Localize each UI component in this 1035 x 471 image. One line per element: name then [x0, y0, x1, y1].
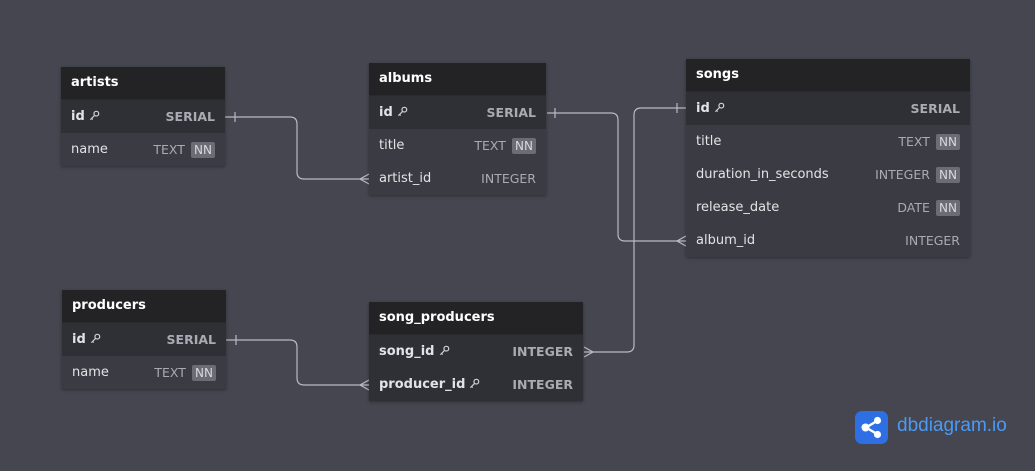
field-type: TEXT NN	[154, 356, 216, 390]
field-name: id	[379, 96, 408, 129]
table-producers[interactable]: producers id SERIAL name TEXT NN	[62, 290, 226, 389]
not-null-badge: NN	[191, 141, 215, 158]
field-row[interactable]: id SERIAL	[369, 96, 546, 129]
key-icon	[89, 110, 100, 121]
field-type: INTEGER	[512, 377, 573, 392]
field-type: INTEGER	[481, 171, 536, 186]
field-type: SERIAL	[910, 101, 960, 116]
field-type: INTEGER	[905, 233, 960, 248]
field-type: TEXT NN	[474, 129, 536, 163]
not-null-badge: NN	[936, 133, 960, 150]
field-row[interactable]: name TEXT NN	[62, 356, 226, 389]
rel-producers-songproducers	[226, 339, 369, 386]
field-row[interactable]: name TEXT NN	[61, 133, 225, 166]
key-icon	[470, 378, 480, 389]
table-song-producers[interactable]: song_producers song_id INTEGER producer_…	[369, 302, 583, 401]
table-artists[interactable]: artists id SERIAL name TEXT NN	[61, 67, 225, 166]
table-albums[interactable]: albums id SERIAL title TEXT NN artist_id…	[369, 63, 546, 195]
field-row[interactable]: id SERIAL	[61, 100, 225, 133]
field-name: artist_id	[379, 171, 432, 186]
table-header[interactable]: song_producers	[369, 302, 583, 335]
field-name: id	[71, 100, 100, 133]
not-null-badge: NN	[192, 364, 216, 381]
rel-artists-albums	[225, 116, 369, 180]
table-header[interactable]: producers	[62, 290, 226, 323]
field-type: INTEGER NN	[875, 158, 960, 192]
field-type: DATE NN	[897, 191, 960, 225]
not-null-badge: NN	[936, 166, 960, 183]
field-type: SERIAL	[166, 332, 216, 347]
key-icon	[714, 102, 725, 113]
field-row[interactable]: id SERIAL	[686, 92, 970, 125]
field-name: producer_id	[379, 368, 480, 401]
key-icon	[90, 333, 101, 344]
field-name: id	[696, 92, 725, 125]
not-null-badge: NN	[936, 199, 960, 216]
field-type: SERIAL	[165, 109, 215, 124]
field-row[interactable]: id SERIAL	[62, 323, 226, 356]
field-row[interactable]: release_date DATE NN	[686, 191, 970, 224]
key-icon	[397, 106, 408, 117]
table-header[interactable]: albums	[369, 63, 546, 96]
rel-songs-songproducers-many-mark	[583, 346, 595, 358]
field-row[interactable]: title TEXT NN	[686, 125, 970, 158]
field-name: album_id	[696, 233, 756, 248]
table-header[interactable]: songs	[686, 59, 970, 92]
field-name: song_id	[379, 335, 450, 368]
field-type: INTEGER	[512, 344, 573, 359]
rel-songs-songproducers	[584, 107, 686, 353]
rel-producers-songproducers-many-mark	[358, 379, 370, 391]
field-row[interactable]: artist_id INTEGER	[369, 162, 546, 195]
field-name: title	[696, 134, 722, 149]
field-row[interactable]: album_id INTEGER	[686, 224, 970, 257]
field-type: SERIAL	[486, 105, 536, 120]
table-header[interactable]: artists	[61, 67, 225, 100]
field-row[interactable]: duration_in_seconds INTEGER NN	[686, 158, 970, 191]
field-name: duration_in_seconds	[696, 167, 829, 182]
field-name: release_date	[696, 200, 780, 215]
not-null-badge: NN	[512, 137, 536, 154]
field-name: name	[72, 365, 109, 380]
key-icon	[439, 345, 449, 356]
field-type: TEXT NN	[898, 125, 960, 159]
field-row[interactable]: producer_id INTEGER	[369, 368, 583, 401]
table-songs[interactable]: songs id SERIAL title TEXT NN duration_i…	[686, 59, 970, 257]
brand-name: dbdiagram.io	[897, 415, 1007, 436]
field-name: id	[72, 323, 101, 356]
rel-albums-songs	[547, 112, 686, 242]
field-type: TEXT NN	[153, 133, 215, 167]
rel-albums-songs-many-mark	[675, 235, 687, 247]
share-nodes-icon	[855, 411, 888, 444]
field-name: name	[71, 142, 108, 157]
rel-artists-albums-many-mark	[358, 173, 370, 185]
field-name: title	[379, 138, 405, 153]
field-row[interactable]: song_id INTEGER	[369, 335, 583, 368]
field-row[interactable]: title TEXT NN	[369, 129, 546, 162]
